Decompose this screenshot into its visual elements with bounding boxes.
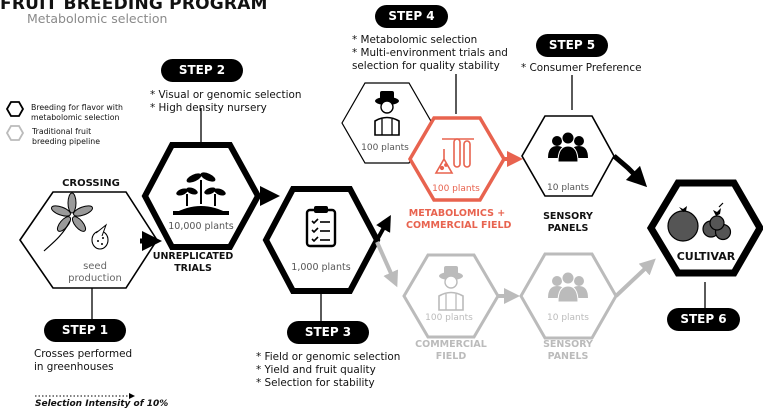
seed-production-label: seed production [68, 261, 122, 284]
unreplicated-trials-label: UNREPLICATED TRIALS [152, 251, 234, 274]
sensory-gray-plants: 10 plants [547, 313, 589, 323]
sensory-plants: 10 plants [547, 183, 589, 193]
step5-badge: STEP 5 [536, 34, 608, 57]
step3-badge: STEP 3 [287, 321, 369, 344]
metabolomics-plants: 100 plants [432, 184, 480, 194]
legend-flavor-label: Breeding for flavor with metabolomic sel… [31, 103, 123, 122]
selection-intensity-note: Selection Intensity of 10% [35, 399, 169, 409]
step6-badge: STEP 6 [667, 308, 740, 331]
step4-description: * Metabolomic selection * Multi-environm… [352, 34, 508, 72]
sensory-panels-label: SENSORY PANELS [543, 211, 593, 234]
lab-flask-icon [434, 138, 474, 174]
legend-gray-hexagon [5, 125, 25, 141]
cultivar-label: CULTIVAR [676, 250, 736, 263]
step3-description: * Field or genomic selection * Yield and… [256, 351, 401, 389]
farmer-icon [374, 91, 400, 136]
sensory-gray-label: SENSORY PANELS [543, 339, 593, 362]
arrow-sensory-to-cultivar [612, 154, 648, 188]
metabolomics-hexagon [407, 116, 507, 202]
step2-plants: 10,000 plants [168, 221, 234, 232]
step1-badge: STEP 1 [44, 319, 126, 342]
fruit-icon [667, 202, 732, 242]
farmer-gray-icon [438, 266, 464, 311]
page-title: FRUIT BREEDING PROGRAM [0, 0, 268, 14]
farmer-plants: 100 plants [361, 143, 409, 153]
legend-black-hexagon [5, 101, 25, 117]
people-gray-icon [548, 271, 588, 303]
arrow-step3-to-commercial [375, 241, 399, 288]
seed-icon [91, 223, 109, 250]
metabolomics-label: METABOLOMICS + COMMERCIAL FIELD [406, 208, 512, 231]
step2-description: * Visual or genomic selection * High den… [150, 89, 302, 114]
commercial-field-plants: 100 plants [425, 313, 473, 323]
step5-description: * Consumer Preference [521, 62, 642, 74]
commercial-field-label: COMMERCIAL FIELD [415, 339, 487, 362]
page-subtitle: Metabolomic selection [27, 11, 168, 26]
step1-description: Crosses performed in greenhouses [34, 348, 133, 373]
arrow-sensory-gray-to-cultivar [614, 258, 656, 298]
seedlings-icon [173, 172, 229, 215]
people-icon [548, 131, 588, 163]
clipboard-icon [305, 206, 337, 248]
crossing-label: CROSSING [62, 178, 120, 189]
flower-icon [43, 192, 93, 252]
step4-badge: STEP 4 [375, 5, 448, 28]
step2-badge: STEP 2 [161, 59, 243, 82]
arrow-step3-to-farmer [375, 215, 391, 241]
step3-plants: 1,000 plants [291, 262, 351, 273]
legend-traditional-label: Traditional fruit breeding pipeline [32, 127, 100, 146]
